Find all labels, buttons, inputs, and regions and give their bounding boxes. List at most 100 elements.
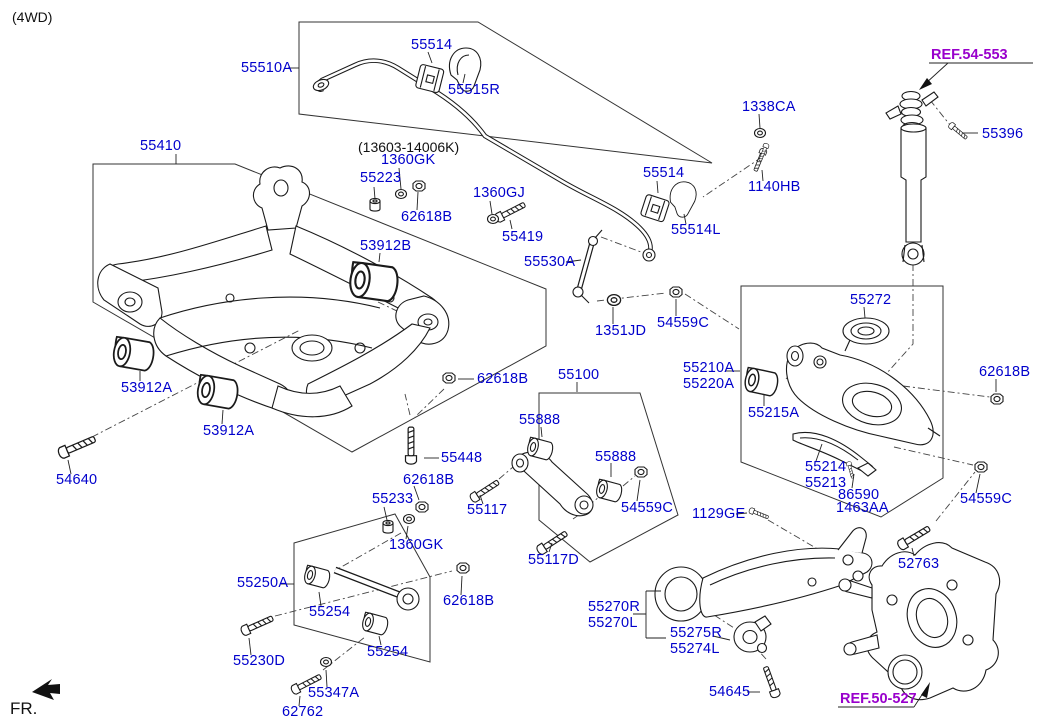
- part-label-1360gj[interactable]: 1360GJ: [473, 185, 525, 201]
- nut-54559c-c: [974, 461, 988, 473]
- part-label-55530a[interactable]: 55530A: [524, 254, 575, 270]
- nut-62618b-b: [990, 393, 1004, 405]
- part-label-55410[interactable]: 55410: [140, 138, 181, 154]
- part-label-55233[interactable]: 55233: [372, 491, 413, 507]
- washer-1338ca: [753, 127, 767, 139]
- part-label-55117d[interactable]: 55117D: [528, 552, 579, 568]
- nut-62618b-a: [412, 180, 426, 192]
- trailing-arm-drawing: [654, 527, 873, 622]
- bolt-1129ge: [747, 506, 770, 521]
- part-label-1338ca[interactable]: 1338CA: [742, 99, 796, 115]
- part-label-55888[interactable]: 55888: [519, 412, 560, 428]
- washer-1351jd: [606, 293, 622, 307]
- bolt-55117: [468, 477, 502, 504]
- crossmember-bushing-rear-drawing: [347, 260, 401, 304]
- assist-arm-drawing: [511, 451, 594, 517]
- part-labels-layer: 55514 55510A 55515R 1338CA 55396 55410 1360GK 5…: [56, 37, 1030, 720]
- part-label-55223[interactable]: 55223: [360, 170, 401, 186]
- part-label-55275r[interactable]: 55275R: [670, 625, 722, 641]
- stabilizer-clamp-drawing: [448, 47, 482, 92]
- part-label-1360gk[interactable]: 1360GK: [381, 152, 436, 168]
- part-label-55514[interactable]: 55514: [643, 165, 684, 181]
- part-label-55514[interactable]: 55514: [411, 37, 452, 53]
- part-label-1463aa[interactable]: 1463AA: [836, 500, 889, 516]
- washer-1360gj: [486, 213, 500, 225]
- nut-54559c-b: [634, 466, 648, 478]
- part-label-1140hb[interactable]: 1140HB: [748, 179, 801, 195]
- bolt-54640: [56, 433, 98, 461]
- part-label-55254[interactable]: 55254: [309, 604, 350, 620]
- part-label-54640[interactable]: 54640: [56, 472, 97, 488]
- part-label-1351jd[interactable]: 1351JD: [595, 323, 646, 339]
- washer-55347a: [319, 656, 333, 668]
- part-label-52763[interactable]: 52763: [898, 556, 939, 572]
- part-label-53912a[interactable]: 53912A: [203, 423, 254, 439]
- part-label-54559c[interactable]: 54559C: [657, 315, 709, 331]
- reference-arrows: [838, 62, 1033, 708]
- reference-link-ref-54-553[interactable]: REF.54-553: [931, 47, 1008, 63]
- part-label-1360gk[interactable]: 1360GK: [389, 537, 444, 553]
- nut-62618b-e: [456, 562, 470, 574]
- part-label-55230d[interactable]: 55230D: [233, 653, 285, 669]
- part-label-53912b[interactable]: 53912B: [360, 238, 411, 254]
- stabilizer-clamp-left-drawing: [669, 181, 697, 218]
- part-label-54559c[interactable]: 54559C: [621, 500, 673, 516]
- front-direction-arrow-icon: [32, 679, 60, 700]
- reference-link-ref-50-527[interactable]: REF.50-527: [840, 691, 917, 707]
- part-label-55220a[interactable]: 55220A: [683, 376, 734, 392]
- part-label-54645[interactable]: 54645: [709, 684, 750, 700]
- washer-1360gk: [394, 188, 408, 200]
- bolt-55230d: [239, 613, 276, 637]
- assembly-boxes: [92, 21, 944, 663]
- part-label-1129ge[interactable]: 1129GE: [692, 506, 745, 522]
- part-label-55396[interactable]: 55396: [982, 126, 1023, 142]
- grommet-55223: [369, 197, 381, 212]
- part-label-62618b[interactable]: 62618B: [477, 371, 528, 387]
- washer-1360gk-b: [402, 513, 416, 525]
- part-label-55215a[interactable]: 55215A: [748, 405, 799, 421]
- part-label-55214[interactable]: 55214: [805, 459, 846, 475]
- stabilizer-bar-drawing: [312, 58, 656, 262]
- front-marker-label: FR.: [10, 699, 37, 718]
- part-label-55888[interactable]: 55888: [595, 449, 636, 465]
- nut-62618b-d: [415, 501, 429, 513]
- part-label-55514l[interactable]: 55514L: [671, 222, 721, 238]
- lower-arm-drawing: [785, 342, 941, 446]
- part-label-62618b[interactable]: 62618B: [979, 364, 1030, 380]
- part-label-55100[interactable]: 55100: [558, 367, 599, 383]
- part-label-62618b[interactable]: 62618B: [403, 472, 454, 488]
- stabilizer-assembly-box: [298, 21, 713, 164]
- part-label-55274l[interactable]: 55274L: [670, 641, 720, 657]
- part-label-86590[interactable]: 86590: [838, 487, 879, 503]
- leader-lines: [67, 51, 997, 707]
- nut-62618b-c: [442, 372, 456, 384]
- part-label-55515r[interactable]: 55515R: [448, 82, 500, 98]
- assist-link-bushing2-drawing: [360, 611, 390, 637]
- lower-arm-bushing-drawing: [742, 366, 781, 398]
- part-label-55510a[interactable]: 55510A: [241, 60, 292, 76]
- part-label-55117[interactable]: 55117: [467, 502, 507, 518]
- part-label-55210a[interactable]: 55210A: [683, 360, 734, 376]
- part-label-62618b[interactable]: 62618B: [443, 593, 494, 609]
- part-label-55347a[interactable]: 55347A: [308, 685, 359, 701]
- part-label-55419[interactable]: 55419: [502, 229, 543, 245]
- part-label-55250a[interactable]: 55250A: [237, 575, 288, 591]
- part-label-62618b[interactable]: 62618B: [401, 209, 452, 225]
- lower-arm-assembly-box: [740, 285, 944, 518]
- crossmember-bushing-front-drawing: [110, 335, 157, 373]
- part-label-62762[interactable]: 62762: [282, 704, 323, 720]
- part-label-54559c[interactable]: 54559C: [960, 491, 1012, 507]
- part-label-55272[interactable]: 55272: [850, 292, 891, 308]
- part-label-55270r[interactable]: 55270R: [588, 599, 640, 615]
- part-label-55448[interactable]: 55448: [441, 450, 482, 466]
- part-label-55254[interactable]: 55254: [367, 644, 408, 660]
- production-range-label: (13603-14006K): [358, 139, 459, 155]
- part-label-55270l[interactable]: 55270L: [588, 615, 638, 631]
- assist-arm-assembly-box: [538, 392, 679, 563]
- drive-variant-label: (4WD): [12, 9, 52, 25]
- part-label-55213[interactable]: 55213: [805, 475, 846, 491]
- part-label-53912a[interactable]: 53912A: [121, 380, 172, 396]
- stabilizer-bushing-drawing: [415, 64, 445, 94]
- crossmember-bushing-front2-drawing: [194, 373, 241, 411]
